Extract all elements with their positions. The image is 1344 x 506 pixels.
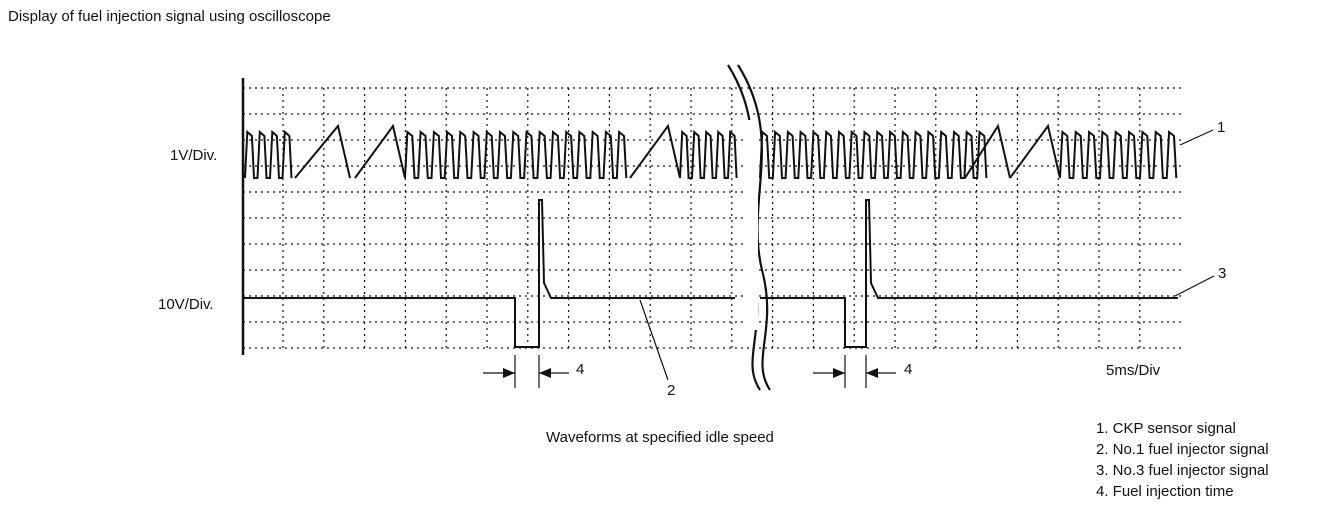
callout-ckp-signal: 1 <box>1217 119 1226 136</box>
dimension-arrowhead <box>833 368 845 378</box>
ckp-sync-gap <box>1009 123 1061 179</box>
injector-pulse-1 <box>243 199 735 348</box>
callout-injection-time-1: 4 <box>576 361 585 378</box>
ckp-sync-gap <box>629 123 681 179</box>
ckp-tooth-group <box>759 129 988 179</box>
callout-no1-injector: 2 <box>667 382 676 399</box>
dimension-arrowhead <box>503 368 515 378</box>
dimension-arrowhead <box>866 368 878 378</box>
legend-item-injection-time: 4. Fuel injection time <box>1096 483 1234 500</box>
leader-ckp <box>1179 129 1214 146</box>
break-gap <box>749 119 757 331</box>
ckp-tooth-group <box>679 129 738 179</box>
ckp-sync-gap <box>294 123 351 179</box>
injection-time-dimensions <box>483 355 896 388</box>
ckp-sensor-waveform <box>244 123 1178 179</box>
ckp-tooth-group <box>404 129 628 179</box>
timebase-label: 5ms/Div <box>1106 362 1161 379</box>
break-mask <box>744 120 758 330</box>
page-title: Display of fuel injection signal using o… <box>8 8 331 25</box>
break-curve-right <box>737 64 771 391</box>
ckp-sync-gap <box>964 123 1011 179</box>
ckp-tooth-group <box>244 129 293 179</box>
legend: 1. CKP sensor signal 2. No.1 fuel inject… <box>1096 418 1269 502</box>
callout-injection-time-2: 4 <box>904 361 913 378</box>
ckp-tooth-group <box>1059 129 1178 179</box>
leader-no3-injector <box>1174 275 1215 297</box>
legend-item-no3-injector: 3. No.3 fuel injector signal <box>1096 462 1269 479</box>
injector-waveform <box>243 199 1178 348</box>
injector-pulse-2 <box>760 199 1178 348</box>
channel-2-scale-label: 10V/Div. <box>158 296 214 313</box>
channel-1-scale-label: 1V/Div. <box>170 147 218 164</box>
legend-item-no1-injector: 2. No.1 fuel injector signal <box>1096 441 1269 458</box>
oscilloscope-grid <box>243 87 1185 349</box>
callout-leaders <box>639 129 1215 381</box>
diagram-caption: Waveforms at specified idle speed <box>546 429 774 446</box>
callout-no3-injector: 3 <box>1218 265 1227 282</box>
legend-item-ckp: 1. CKP sensor signal <box>1096 420 1236 437</box>
ckp-sync-gap <box>354 123 406 179</box>
dimension-arrowhead <box>539 368 551 378</box>
leader-no1-injector <box>639 299 669 381</box>
time-break-symbol <box>727 64 771 391</box>
